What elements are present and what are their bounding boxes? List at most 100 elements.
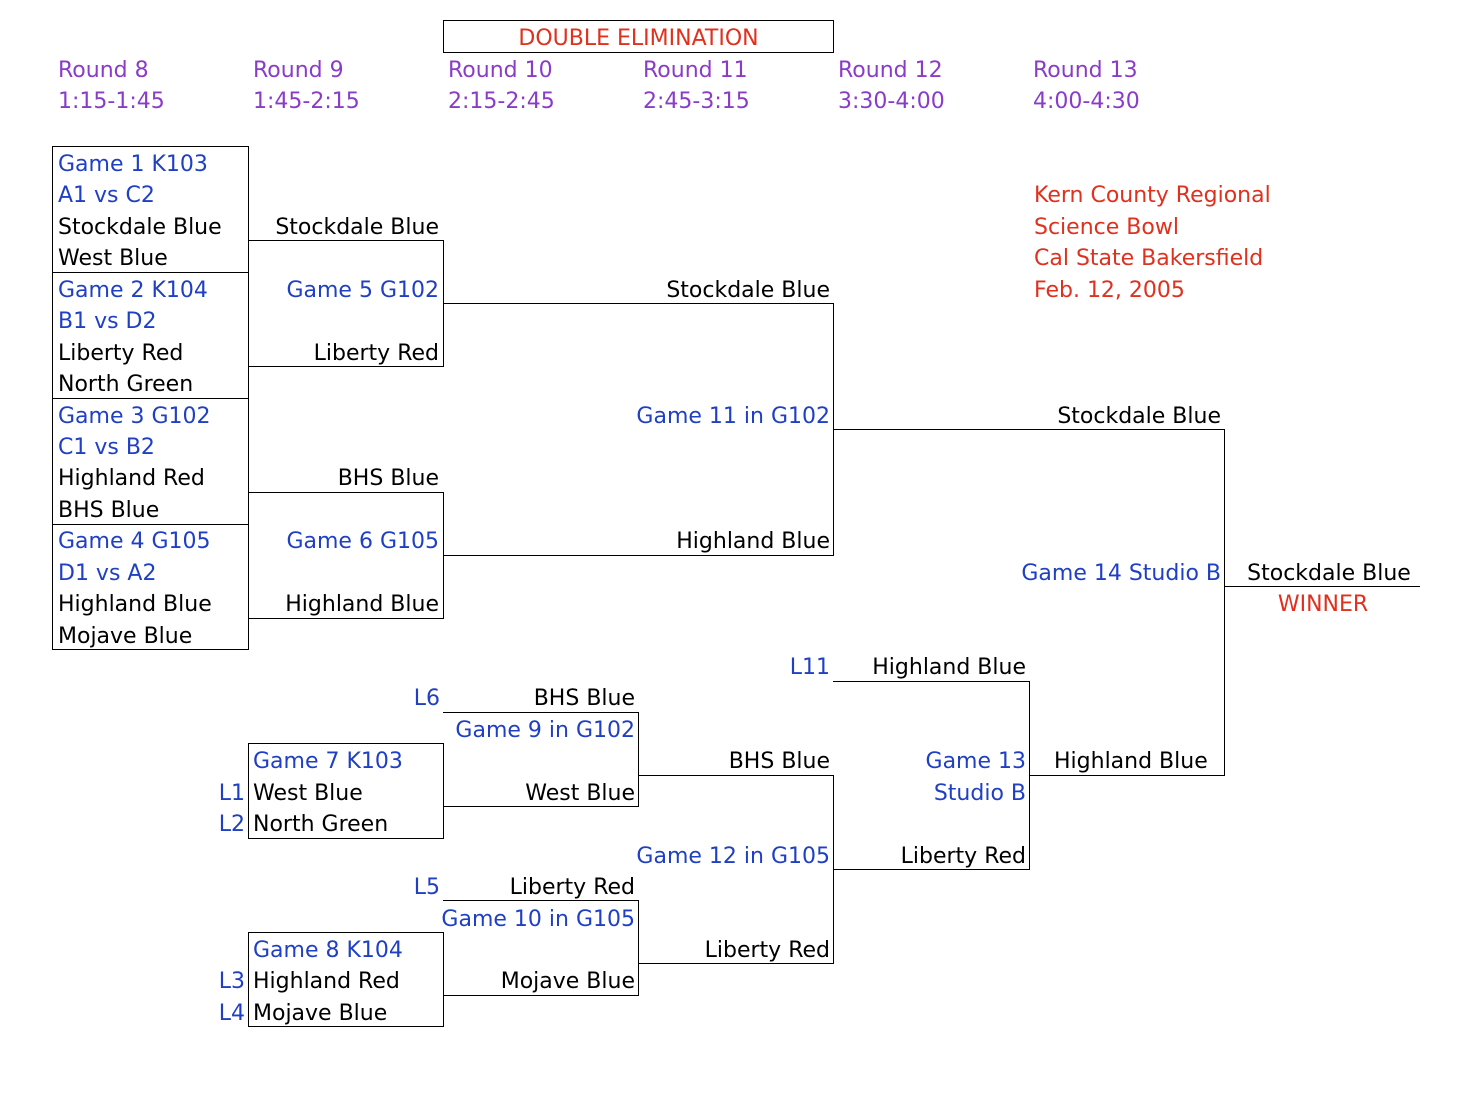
game-13-line-vertical bbox=[1029, 681, 1030, 870]
event-name-line1: Kern County Regional bbox=[1034, 183, 1271, 208]
game-3-team-2: BHS Blue bbox=[58, 498, 160, 523]
event-venue: Cal State Bakersfield bbox=[1034, 246, 1264, 271]
game-7-team-1: West Blue bbox=[253, 781, 363, 806]
game-13-line-top bbox=[833, 681, 1030, 682]
game-2-matchup: B1 vs D2 bbox=[58, 309, 157, 334]
game-11-winner: Stockdale Blue bbox=[1057, 404, 1221, 429]
game-4-title: Game 4 G105 bbox=[58, 529, 211, 554]
event-date: Feb. 12, 2005 bbox=[1034, 278, 1185, 303]
game-1-matchup: A1 vs C2 bbox=[58, 183, 155, 208]
game-13-title-line2: Studio B bbox=[933, 781, 1026, 806]
game-3-matchup: C1 vs B2 bbox=[58, 435, 155, 460]
game-2-team-1: Liberty Red bbox=[58, 341, 184, 366]
winner-label: WINNER bbox=[1277, 592, 1369, 617]
round-8-label: Round 8 bbox=[58, 58, 149, 83]
round-9-time: 1:45-2:15 bbox=[253, 89, 360, 114]
game-11-team-1: Stockdale Blue bbox=[666, 278, 830, 303]
round-11-time: 2:45-3:15 bbox=[643, 89, 750, 114]
page-title: DOUBLE ELIMINATION bbox=[518, 26, 759, 51]
champion-team: Stockdale Blue bbox=[1247, 561, 1411, 586]
game-12-line-bottom bbox=[638, 963, 834, 964]
game-10-team-1: Liberty Red bbox=[509, 875, 635, 900]
round-12-time: 3:30-4:00 bbox=[838, 89, 945, 114]
game-9-line-bottom bbox=[443, 806, 639, 807]
game-9-seed: L6 bbox=[413, 686, 440, 711]
game-6-line-top bbox=[248, 492, 444, 493]
game-1-team-2: West Blue bbox=[58, 246, 168, 271]
game-2-team-2: North Green bbox=[58, 372, 194, 397]
game-6-line-bottom bbox=[248, 618, 444, 619]
game-5-team-2: Liberty Red bbox=[313, 341, 439, 366]
game-4-box bbox=[52, 524, 249, 650]
round-10-time: 2:15-2:45 bbox=[448, 89, 555, 114]
game-9-title: Game 9 in G102 bbox=[455, 718, 635, 743]
game-8-box bbox=[248, 932, 444, 1027]
game-10-line-bottom bbox=[443, 995, 639, 996]
game-4-team-1: Highland Blue bbox=[58, 592, 212, 617]
game-10-seed: L5 bbox=[413, 875, 440, 900]
title-box bbox=[443, 20, 834, 53]
game-8-team-2: Mojave Blue bbox=[253, 1001, 388, 1026]
game-1-team-1: Stockdale Blue bbox=[58, 215, 222, 240]
game-13-seed: L11 bbox=[789, 655, 830, 680]
winner-line bbox=[1224, 586, 1420, 587]
game-8-team-1: Highland Red bbox=[253, 969, 400, 994]
event-name-line2: Science Bowl bbox=[1034, 215, 1179, 240]
game-12-line-vertical bbox=[833, 775, 834, 964]
game-12-team-2: Liberty Red bbox=[704, 938, 830, 963]
game-13-team-1: Highland Blue bbox=[872, 655, 1026, 680]
game-13-title-line1: Game 13 bbox=[925, 749, 1026, 774]
game-12-line-top bbox=[638, 775, 834, 776]
game-10-team-2: Mojave Blue bbox=[500, 969, 635, 994]
game-10-title: Game 10 in G105 bbox=[441, 907, 635, 932]
game-7-seed-2: L2 bbox=[218, 812, 245, 837]
game-8-seed-1: L3 bbox=[218, 969, 245, 994]
game-11-line-bottom bbox=[443, 555, 834, 556]
game-11-line-top bbox=[443, 303, 834, 304]
game-10-line-vertical bbox=[638, 900, 639, 996]
game-9-team-2: West Blue bbox=[525, 781, 635, 806]
game-5-line-top bbox=[248, 240, 444, 241]
game-13-team-2: Liberty Red bbox=[900, 844, 1026, 869]
game-14-title: Game 14 Studio B bbox=[1021, 561, 1221, 586]
game-9-line-vertical bbox=[638, 712, 639, 807]
round-10-label: Round 10 bbox=[448, 58, 553, 83]
game-12-team-1: BHS Blue bbox=[728, 749, 830, 774]
game-11-team-2: Highland Blue bbox=[676, 529, 830, 554]
game-6-team-2: Highland Blue bbox=[285, 592, 439, 617]
game-4-team-2: Mojave Blue bbox=[58, 624, 193, 649]
round-12-label: Round 12 bbox=[838, 58, 943, 83]
game-6-team-1: BHS Blue bbox=[337, 466, 439, 491]
round-13-label: Round 13 bbox=[1033, 58, 1138, 83]
game-5-line-bottom bbox=[248, 366, 444, 367]
game-12-title: Game 12 in G105 bbox=[636, 844, 830, 869]
game-10-line-top bbox=[443, 900, 639, 901]
game-1-title: Game 1 K103 bbox=[58, 152, 208, 177]
game-7-box bbox=[248, 743, 444, 839]
game-8-title: Game 8 K104 bbox=[253, 938, 403, 963]
game-14-line-bottom bbox=[1029, 775, 1225, 776]
game-11-title: Game 11 in G102 bbox=[636, 404, 830, 429]
game-7-title: Game 7 K103 bbox=[253, 749, 403, 774]
game-9-team-1: BHS Blue bbox=[533, 686, 635, 711]
game-8-seed-2: L4 bbox=[218, 1001, 245, 1026]
round-8-time: 1:15-1:45 bbox=[58, 89, 165, 114]
game-7-team-2: North Green bbox=[253, 812, 389, 837]
game-3-title: Game 3 G102 bbox=[58, 404, 211, 429]
round-13-time: 4:00-4:30 bbox=[1033, 89, 1140, 114]
game-7-seed-1: L1 bbox=[218, 781, 245, 806]
round-11-label: Round 11 bbox=[643, 58, 748, 83]
game-2-title: Game 2 K104 bbox=[58, 278, 208, 303]
game-6-title: Game 6 G105 bbox=[286, 529, 439, 554]
game-4-matchup: D1 vs A2 bbox=[58, 561, 157, 586]
game-5-title: Game 5 G102 bbox=[286, 278, 439, 303]
game-14-line-vertical bbox=[1224, 429, 1225, 776]
game-14-line-top bbox=[833, 429, 1225, 430]
game-3-team-1: Highland Red bbox=[58, 466, 205, 491]
round-9-label: Round 9 bbox=[253, 58, 344, 83]
game-13-line-bottom bbox=[833, 869, 1030, 870]
game-13-winner: Highland Blue bbox=[1054, 749, 1208, 774]
game-9-line-top bbox=[443, 712, 639, 713]
game-5-team-1: Stockdale Blue bbox=[275, 215, 439, 240]
